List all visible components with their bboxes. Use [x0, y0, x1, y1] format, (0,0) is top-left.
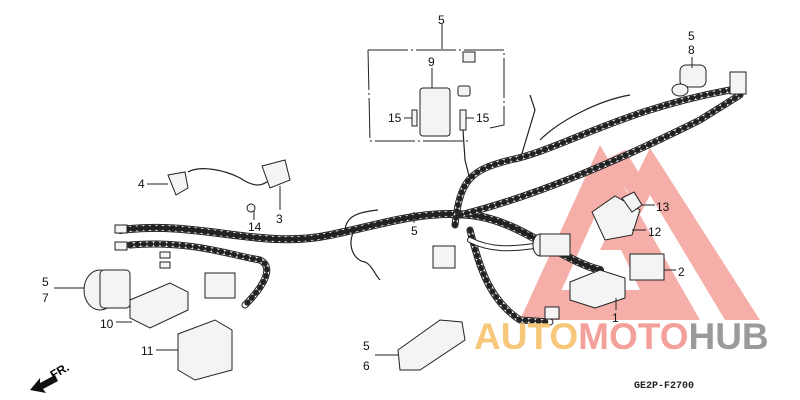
callout-c8: 8 [688, 43, 695, 57]
switch-3-icon [261, 159, 291, 189]
front-direction-arrow-icon [30, 375, 58, 393]
connector-block-icon [204, 272, 236, 299]
fuse-box-group-outline [367, 24, 505, 142]
cover-6-icon [397, 319, 466, 371]
bolt-14-icon [246, 203, 256, 213]
box-11-icon [177, 319, 233, 381]
callout-c1: 1 [612, 311, 619, 325]
callout-c5-mid: 5 [411, 224, 418, 238]
thin-wires [187, 94, 631, 281]
callout-c12: 12 [648, 225, 662, 239]
fuse-holder-icon [419, 87, 451, 137]
callout-c15-right: 15 [476, 111, 490, 125]
fuse-icon [459, 109, 467, 131]
watermark-logo-icon [520, 145, 760, 320]
watermark-auto: AUTO [474, 316, 579, 357]
sensor-4-icon [167, 171, 189, 196]
callout-c14: 14 [248, 220, 262, 234]
callout-c4: 4 [138, 177, 145, 191]
callout-c5-7a: 5 [42, 275, 49, 289]
components [83, 51, 747, 381]
callout-c5-8a: 5 [688, 29, 695, 43]
diagram-code: GE2P-F2700 [634, 381, 695, 392]
watermark-moto: MOTO [578, 316, 689, 357]
callout-c15-left: 15 [388, 111, 402, 125]
connector-icon [432, 245, 456, 269]
fuse-icon [411, 109, 418, 127]
unit-1-icon [569, 269, 626, 309]
callout-c5-6a: 5 [363, 339, 370, 353]
socket-8-icon [679, 64, 707, 88]
unit-10-icon [129, 282, 189, 329]
callout-c9: 9 [428, 55, 435, 69]
watermark-text: AUTOMOTOHUB [474, 318, 769, 355]
callout-c3: 3 [276, 212, 283, 226]
watermark-hub: HUB [688, 316, 769, 357]
callout-c11: 11 [141, 344, 154, 358]
relay-2-icon [629, 253, 665, 281]
callout-c7: 7 [42, 291, 49, 305]
callout-c5-top: 5 [438, 13, 445, 27]
callout-c13: 13 [656, 200, 670, 214]
callout-c6: 6 [363, 359, 370, 373]
callout-c10: 10 [100, 317, 114, 331]
main-wire-harness [116, 86, 744, 326]
leader-lines [54, 57, 693, 356]
callout-c2: 2 [678, 265, 685, 279]
